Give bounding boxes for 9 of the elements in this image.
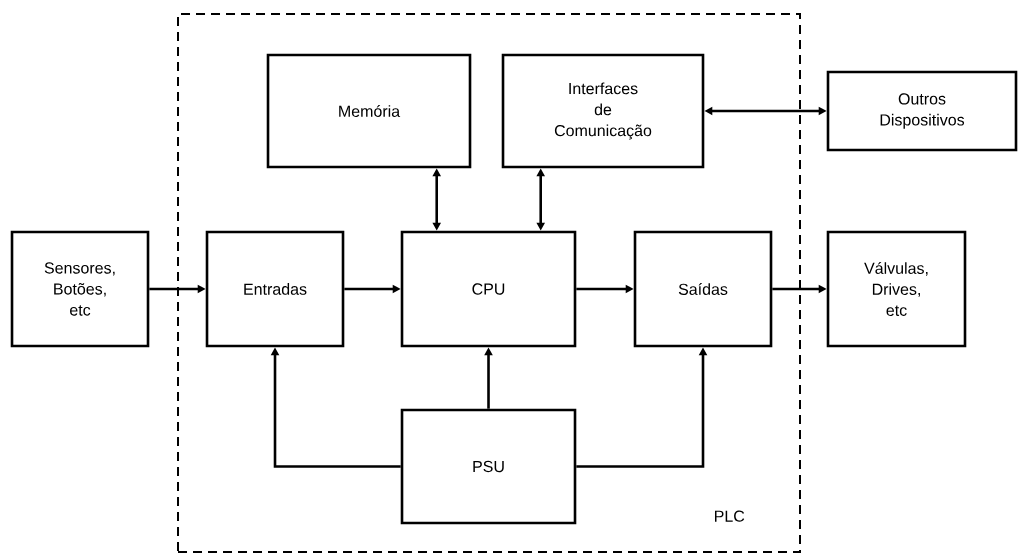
- block-box: Outros Dispositivos: [826, 70, 1018, 152]
- block-box: Saídas: [633, 230, 773, 348]
- block-box: PSU: [400, 408, 577, 525]
- block-box: CPU: [400, 230, 577, 348]
- block-box: Memória: [266, 53, 472, 169]
- block-box: Válvulas, Drives, etc: [826, 230, 967, 348]
- block-box: Sensores, Botões, etc: [10, 230, 150, 348]
- block-box: Entradas: [205, 230, 345, 348]
- block-box: Interfaces de Comunicação: [501, 53, 705, 169]
